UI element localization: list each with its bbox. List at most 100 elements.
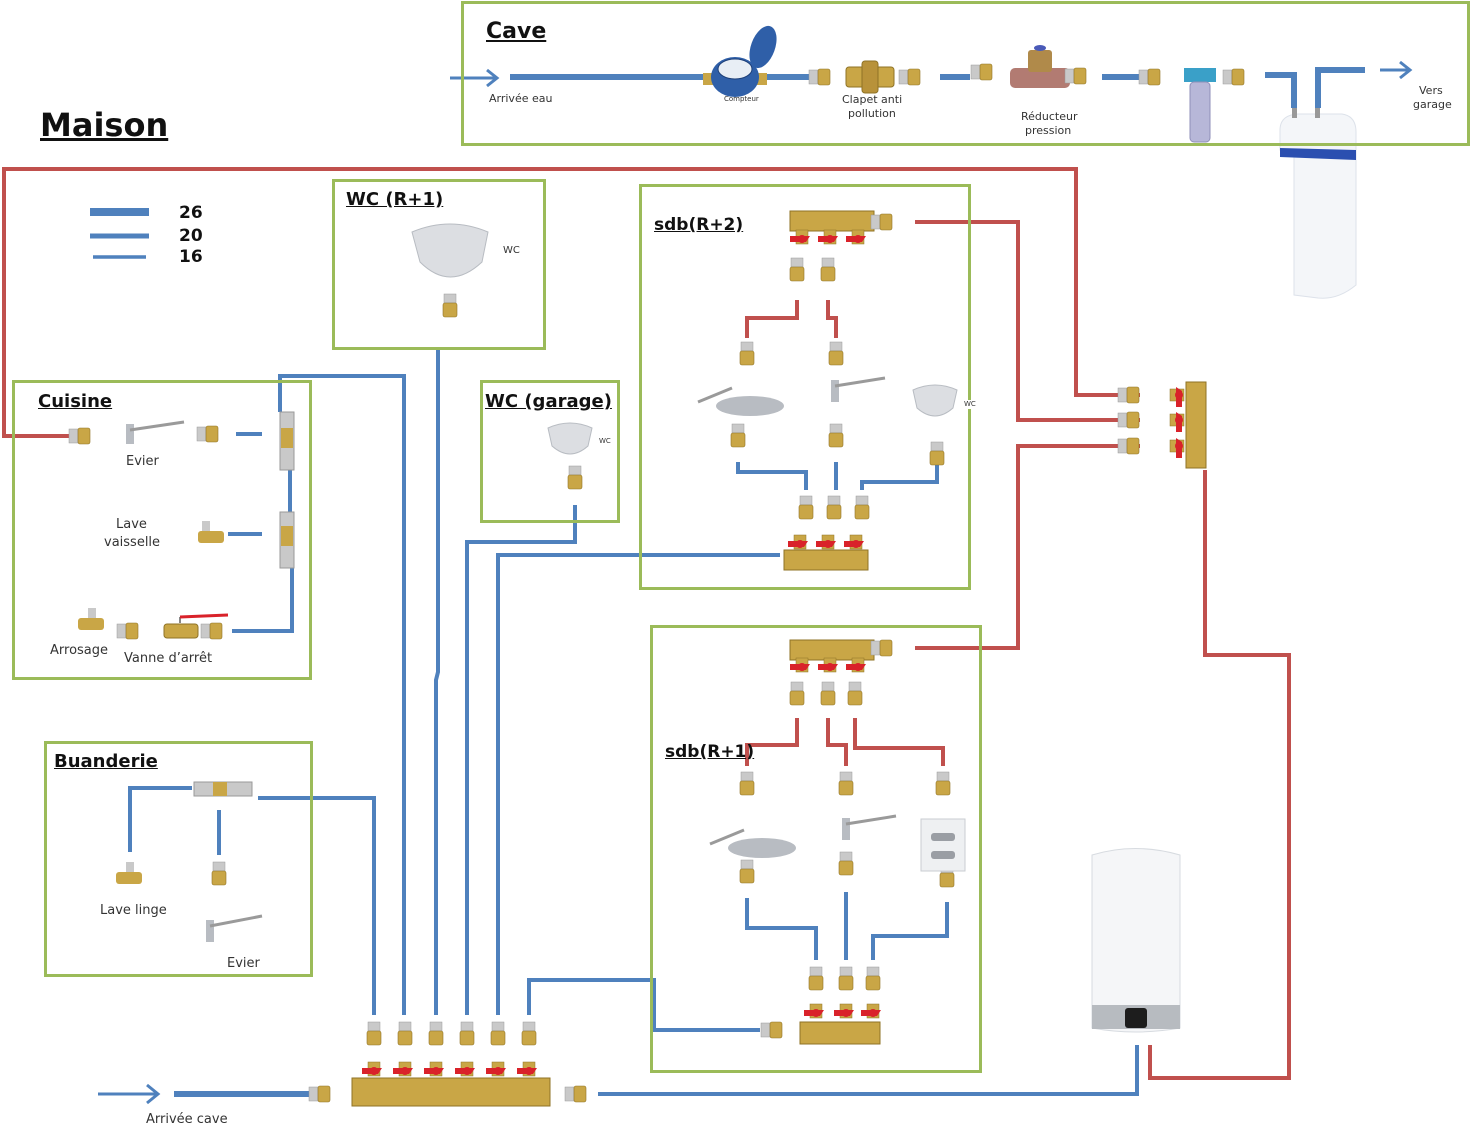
manifold-outlet-fitting (490, 1021, 506, 1046)
sdb-r2-hot-manifold (739, 210, 893, 366)
main-inlet-label: Arrivée cave (146, 1112, 228, 1127)
manifold-valve-icon[interactable] (423, 1061, 445, 1077)
manifold-outlet-fitting (397, 1021, 413, 1046)
riser-buanderie (258, 796, 376, 1015)
cold-pipe-r1-mixer (871, 902, 949, 960)
arrow-right-icon (1380, 60, 1413, 80)
riser-wc-garage (465, 505, 577, 1015)
cold-water-pipes (128, 67, 1365, 1097)
cold-water-manifold-icon (308, 1021, 587, 1107)
reducer-label-line2: pression (1025, 124, 1072, 137)
wc-garage-title: WC (garage) (485, 391, 612, 412)
manifold-valve-icon[interactable] (454, 1061, 476, 1077)
room-cuisine (12, 380, 312, 680)
cold-pipe-r2-shower (736, 462, 808, 490)
sdb-r2-wc-label: WC (964, 400, 976, 409)
reducer-label-line1: Réducteur (1021, 110, 1078, 123)
room-buanderie (44, 741, 313, 977)
lave-vaisselle-label-line2: vaisselle (104, 535, 161, 550)
hot-pipe-r2-basin (826, 300, 838, 338)
outlet-label-line2: garage (1413, 98, 1452, 111)
meter-label: Compteur (724, 95, 759, 103)
lave-vaisselle-label-line1: Lave (116, 517, 147, 532)
riser-sdb-r2 (496, 553, 780, 1015)
outlet-label-line1: Vers (1419, 84, 1443, 97)
backflow-label-line1: Clapet anti (842, 93, 903, 106)
cold-pipe-r1-shower (745, 898, 818, 960)
room-sdb-r2 (639, 184, 971, 590)
check-valve-icon (808, 60, 921, 94)
sdb-r1-cold-manifold (739, 851, 955, 1045)
legend-label-16: 16 (179, 247, 203, 267)
toilet-icon (547, 422, 593, 455)
manifold-valve-icon[interactable] (361, 1061, 383, 1077)
basin-faucet-icon (831, 376, 886, 402)
shower-head-icon (709, 828, 796, 858)
room-wc-r1 (332, 179, 546, 350)
legend-label-26: 26 (179, 203, 203, 223)
cuisine-pipe-vanne (232, 568, 294, 633)
buanderie-evier-label: Evier (227, 956, 260, 971)
hot-water-pipes (2, 167, 1291, 1080)
washing-machine-valve-icon (116, 862, 142, 884)
stop-valve-icon (116, 613, 229, 640)
pressure-reducer-icon (970, 45, 1087, 88)
buanderie-pipe-lavelinge (128, 786, 192, 852)
toilet-icon (411, 223, 489, 278)
hot-pipe-r2-shower (745, 300, 799, 338)
wc-r1-fixture-label: WC (503, 245, 520, 256)
lave-linge-label: Lave linge (100, 903, 167, 918)
appliance-valve-icon (198, 521, 224, 543)
manifold-outlet-fitting (428, 1021, 444, 1046)
cave-pipe-from-softener (1315, 67, 1365, 108)
garden-tap-icon (78, 608, 104, 630)
room-sdb-r1 (650, 625, 982, 1073)
sdb-r1-hot-manifold (739, 639, 951, 796)
hot-pipe-sdb-r1 (915, 444, 1140, 650)
arrosage-label: Arrosage (50, 643, 109, 658)
toilet-icon (912, 384, 958, 417)
kitchen-faucet-icon (206, 914, 263, 942)
water-filter-icon (1138, 68, 1245, 143)
arrow-right-icon (98, 1083, 161, 1105)
riser-cuisine (278, 374, 406, 1015)
manifold-valve-icon[interactable] (516, 1061, 538, 1077)
backflow-label-line2: pollution (848, 107, 896, 120)
manifold-outlet-fitting (521, 1021, 537, 1046)
riser-sdb-r1 (527, 978, 760, 1032)
water-heater-icon (1091, 848, 1181, 1033)
manifold-valve-icon[interactable] (485, 1061, 507, 1077)
hot-pipe-main-loop (2, 167, 1140, 438)
legend-swatches (90, 208, 149, 259)
sdb-r2-cold-manifold (730, 423, 945, 571)
water-meter-icon (703, 25, 777, 97)
room-cave (461, 1, 1470, 146)
water-softener-icon (1279, 108, 1357, 299)
hot-water-manifold-icon (1117, 381, 1207, 469)
buanderie-title: Buanderie (54, 751, 158, 772)
vanne-arret-label: Vanne d’arrêt (124, 651, 213, 666)
hot-pipe-r1-basin (826, 718, 848, 766)
legend-label-20: 20 (179, 226, 203, 246)
room-wc-garage (480, 380, 620, 523)
manifold-valve-icon[interactable] (392, 1061, 414, 1077)
thermostatic-mixer-icon (920, 818, 966, 872)
kitchen-faucet-icon (126, 420, 185, 444)
hot-pipe-r1-shower (745, 718, 799, 766)
sdb-r2-title: sdb(R+2) (654, 215, 744, 235)
arrow-right-icon (450, 68, 500, 88)
cave-title: Cave (486, 19, 547, 44)
pipe-to-heater (598, 1045, 1139, 1096)
tee-fitting-icon (193, 781, 253, 797)
tee-fitting-icon (279, 411, 295, 569)
flow-arrows (98, 60, 1413, 1105)
basin-faucet-icon (842, 814, 897, 840)
wc-r1-title: WC (R+1) (346, 189, 444, 210)
evier-label: Evier (126, 454, 159, 469)
cold-pipe-r2-wc (860, 462, 939, 490)
hot-pipe-r1-mixer (853, 718, 945, 766)
riser-wc-r1 (434, 350, 440, 1015)
hot-pipe-heater (1148, 470, 1291, 1080)
cave-pipe-to-softener (1265, 72, 1297, 108)
